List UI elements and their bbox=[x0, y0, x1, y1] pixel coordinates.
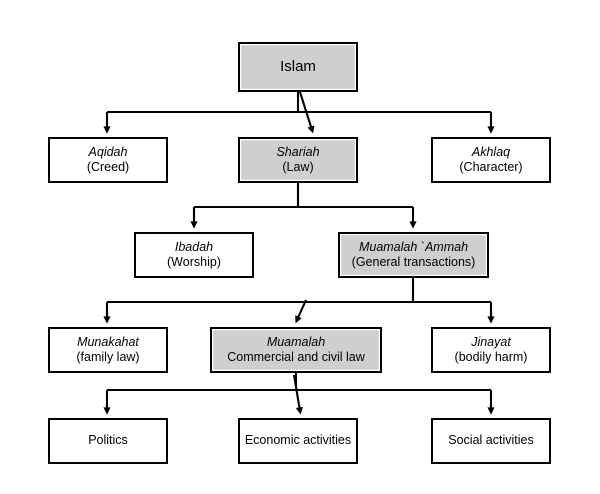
node-shariah[interactable]: Shariah (Law) bbox=[238, 137, 358, 183]
node-shariah-primary: Shariah bbox=[276, 144, 320, 159]
node-islam[interactable]: Islam bbox=[238, 42, 358, 92]
node-munakahat-primary: Munakahat bbox=[77, 334, 139, 349]
node-economic-activities-label: Economic activities bbox=[244, 433, 352, 448]
node-munakahat[interactable]: Munakahat (family law) bbox=[48, 327, 168, 373]
node-akhlaq-primary: Akhlaq bbox=[471, 144, 511, 159]
node-islam-primary: Islam bbox=[280, 57, 316, 75]
node-ibadah-secondary: (Worship) bbox=[167, 255, 221, 269]
node-social-activities[interactable]: Social activities bbox=[431, 418, 551, 464]
node-economic-activities[interactable]: Economic activities bbox=[238, 418, 358, 464]
node-muamalah-ammah-primary: Muamalah `Ammah bbox=[358, 239, 469, 254]
node-politics-label: Politics bbox=[88, 433, 128, 448]
node-muamalah-ammah[interactable]: Muamalah `Ammah (General transactions) bbox=[338, 232, 489, 278]
node-politics[interactable]: Politics bbox=[48, 418, 168, 464]
node-shariah-secondary: (Law) bbox=[282, 160, 314, 174]
node-ibadah-primary: Ibadah bbox=[174, 239, 214, 254]
node-muamalah-secondary: Commercial and civil law bbox=[227, 350, 365, 364]
node-aqidah[interactable]: Aqidah (Creed) bbox=[48, 137, 168, 183]
node-aqidah-secondary: (Creed) bbox=[86, 160, 130, 174]
node-akhlaq[interactable]: Akhlaq (Character) bbox=[431, 137, 551, 183]
node-muamalah-primary: Muamalah bbox=[266, 334, 326, 349]
node-muamalah-ammah-secondary: (General transactions) bbox=[351, 255, 476, 269]
node-jinayat[interactable]: Jinayat (bodily harm) bbox=[431, 327, 551, 373]
node-social-activities-label: Social activities bbox=[448, 433, 534, 448]
node-muamalah[interactable]: Muamalah Commercial and civil law bbox=[210, 327, 382, 373]
edge-islam-to-shariah bbox=[298, 91, 315, 134]
node-akhlaq-secondary: (Character) bbox=[459, 160, 523, 174]
node-jinayat-secondary: (bodily harm) bbox=[454, 350, 528, 364]
edge-muamalah-to-economic-activities bbox=[292, 374, 303, 415]
edge-muamalah-ammah-to-muamalah bbox=[295, 299, 307, 324]
node-ibadah[interactable]: Ibadah (Worship) bbox=[134, 232, 254, 278]
node-jinayat-primary: Jinayat bbox=[471, 334, 511, 349]
node-munakahat-secondary: (family law) bbox=[76, 350, 140, 364]
node-aqidah-primary: Aqidah bbox=[88, 144, 128, 159]
